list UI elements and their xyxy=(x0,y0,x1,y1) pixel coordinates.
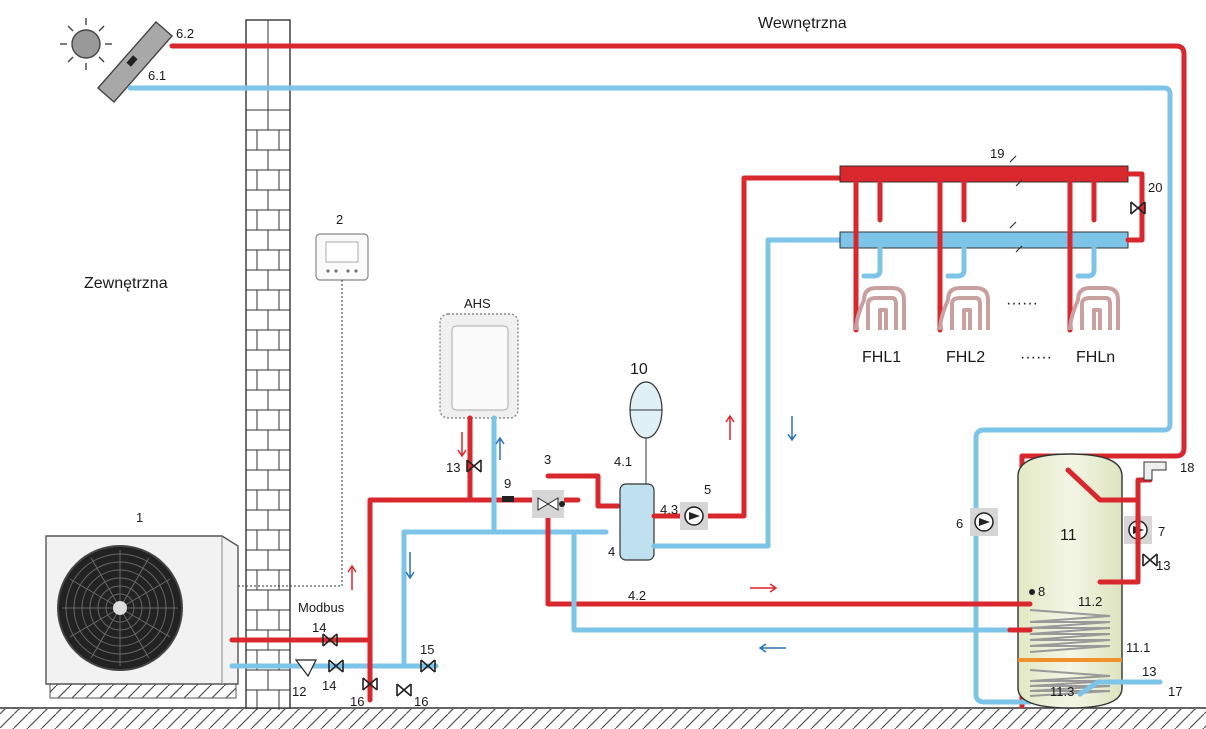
label-pump-dhw-25: 6 xyxy=(956,516,963,531)
label-aux-heat-13: AHS xyxy=(464,296,491,311)
sun-icon xyxy=(60,18,112,70)
label-check-valve-31: 13 xyxy=(1156,558,1170,573)
label-fhl2: FHL2 xyxy=(946,349,985,366)
label-fhln: FHLn xyxy=(1076,349,1115,366)
valve-14-bottom-icon xyxy=(328,659,344,673)
heating-supply-pipe xyxy=(651,175,843,519)
valve-20-icon xyxy=(1130,201,1146,215)
solar-hot-pipe xyxy=(169,43,1187,709)
label-valve-9: 14 xyxy=(322,678,336,693)
hp-supply-pipe xyxy=(229,497,581,643)
label-buffer-19: 4 xyxy=(608,544,615,559)
label-buffer-top-18: 4.1 xyxy=(614,454,632,469)
label-valve-7: 14 xyxy=(312,620,326,635)
expansion-vessel-icon xyxy=(629,381,663,484)
tank-supply-pipe xyxy=(545,497,1013,607)
label-unit-5: 1 xyxy=(136,510,143,525)
label-valve-16-11: 16 xyxy=(414,694,428,709)
label-check-valve-34: 13 xyxy=(1142,664,1156,679)
heat-pump-icon[interactable] xyxy=(45,535,239,699)
tank-return-pipe xyxy=(571,529,1013,633)
label-outside-1: Zewnętrzna xyxy=(84,275,168,292)
pump-dhw-icon xyxy=(970,508,998,536)
heating-return-pipe xyxy=(651,237,843,549)
label-dots-bottom: ······ xyxy=(1020,349,1052,366)
label-buffer-out-21: 4.3 xyxy=(660,502,678,517)
label-pump-heating-22: 5 xyxy=(704,482,711,497)
label-tank-26: 11 xyxy=(1060,527,1077,544)
tap-icon xyxy=(1143,461,1167,481)
valve-14-top-icon xyxy=(322,633,338,647)
circ-pipe xyxy=(1097,497,1141,585)
label-dots-top: ······ xyxy=(1006,295,1038,312)
label-inside-0: Wewnętrzna xyxy=(758,15,847,32)
label-sensor-27: 8 xyxy=(1038,584,1045,599)
sensor-9-icon xyxy=(502,496,514,502)
label-cold-water-35: 17 xyxy=(1168,684,1182,699)
pump-heating-icon xyxy=(680,502,708,530)
solar-cold-pipe xyxy=(127,85,1173,705)
manifold-hot xyxy=(839,165,1129,183)
label-coil-3-30: 11.3 xyxy=(1050,684,1074,699)
label-coil-1-29: 11.1 xyxy=(1126,640,1150,655)
dhw-tank xyxy=(1017,453,1123,709)
buffer-return-pipe xyxy=(401,529,609,669)
label-fhl1: FHL1 xyxy=(862,349,901,366)
modbus-cable xyxy=(236,280,343,587)
brick-wall xyxy=(245,19,291,710)
label-filter-8: 12 xyxy=(292,684,306,699)
label-pump-circ-32: 7 xyxy=(1158,524,1165,539)
label-modbus-6: Modbus xyxy=(298,600,345,615)
label-manifold-23: 19 xyxy=(990,146,1004,161)
label-valve-drain-12: 15 xyxy=(420,642,434,657)
label-expansion-17: 10 xyxy=(630,361,648,378)
check-valve-13a-icon xyxy=(466,459,482,473)
ground xyxy=(0,707,1206,729)
check-valve-13b-icon xyxy=(1142,553,1158,567)
valve-16a-icon xyxy=(362,677,378,691)
label-three-way-valve-16: 3 xyxy=(544,452,551,467)
label-solar-in-3: 6.1 xyxy=(148,68,166,83)
filter-icon xyxy=(294,659,317,678)
label-tap-33: 18 xyxy=(1180,460,1194,475)
label-controller-4: 2 xyxy=(336,212,343,227)
label-valve-16-10: 16 xyxy=(350,694,364,709)
manifold-cold xyxy=(839,231,1129,249)
controller-icon[interactable] xyxy=(315,233,369,281)
bypass-pipe xyxy=(1125,171,1145,243)
three-way-valve-icon xyxy=(532,490,565,518)
label-bypass-valve-24: 20 xyxy=(1148,180,1162,195)
cold-inlet xyxy=(1077,679,1163,697)
label-solar-out-2: 6.2 xyxy=(176,26,194,41)
solar-panel-icon xyxy=(97,21,173,103)
aux-heat-source xyxy=(439,313,519,419)
label-buffer-bottom-20: 4.2 xyxy=(628,588,646,603)
label-coil-2-28: 11.2 xyxy=(1078,594,1102,609)
valve-15-icon xyxy=(420,659,436,673)
valve-to-buffer-pipe xyxy=(545,473,621,509)
valve-16b-icon xyxy=(396,683,412,697)
label-check-valve-14: 13 xyxy=(446,460,460,475)
label-sensor2-15: 9 xyxy=(504,476,511,491)
buffer-tank xyxy=(619,483,655,561)
